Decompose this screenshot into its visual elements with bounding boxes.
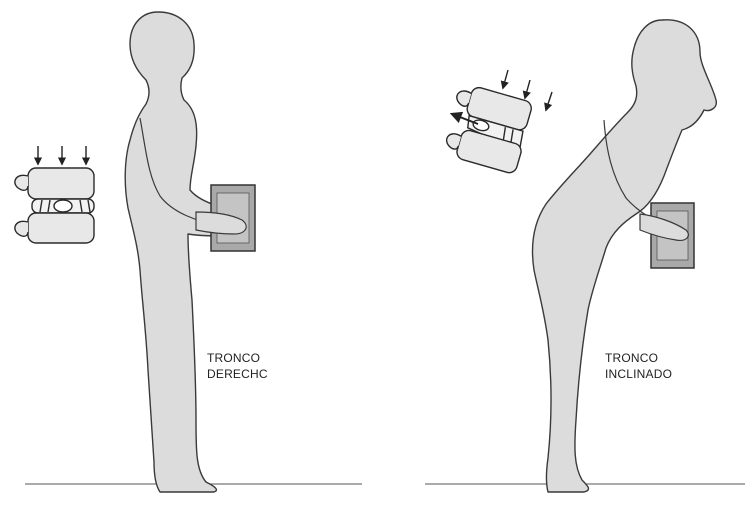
- caption-upright-line2: DERECHC: [207, 366, 268, 382]
- upright-panel: [15, 12, 362, 492]
- vertebra-lower-process: [15, 221, 28, 236]
- upright-vertebrae: [15, 168, 94, 243]
- bent-vertebrae: [441, 82, 536, 174]
- caption-upright: TRONCO DERECHC: [207, 350, 268, 382]
- disc-nucleus: [54, 200, 72, 212]
- arrow-down-icon: [503, 70, 508, 88]
- arrow-down-icon: [525, 80, 530, 98]
- vertebra-upper-process: [15, 175, 28, 190]
- arrow-down-icon: [546, 92, 552, 110]
- caption-upright-line1: TRONCO: [207, 350, 268, 366]
- vertebra-upper: [28, 168, 94, 199]
- caption-bent: TRONCO INCLINADO: [605, 350, 672, 382]
- caption-bent-line2: INCLINADO: [605, 366, 672, 382]
- vertebra-lower: [28, 213, 94, 243]
- upright-figure: [125, 12, 252, 492]
- bent-panel: [425, 20, 745, 492]
- caption-bent-line1: TRONCO: [605, 350, 672, 366]
